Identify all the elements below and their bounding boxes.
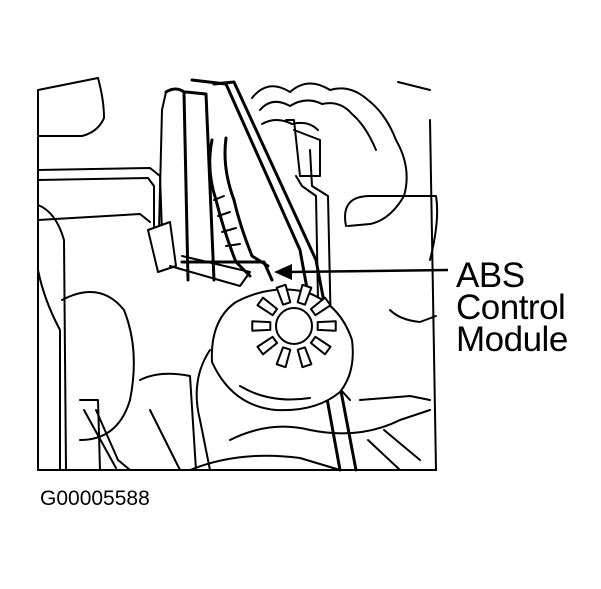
cap-tooth: [296, 346, 313, 369]
engine-bay-outline: [37, 77, 439, 472]
cap-tooth: [296, 283, 313, 306]
cap-tooth: [251, 320, 272, 332]
cap-tooth: [256, 335, 279, 356]
reservoir-cap: [210, 283, 354, 412]
wiring-harness: [180, 136, 274, 282]
figure-id: G00005588: [40, 487, 150, 510]
module-bracket: [147, 221, 251, 287]
callout-label-line-1: ABS: [456, 256, 525, 295]
cap-tooth: [309, 296, 332, 317]
cap-tooth: [316, 320, 337, 332]
callout-label-line-3: Module: [456, 320, 568, 359]
cap-tooth: [275, 346, 292, 369]
cap-tooth: [275, 283, 292, 306]
callout-arrow: [274, 264, 449, 280]
callout-label-line-2: Control: [456, 288, 566, 327]
cap-tooth: [309, 335, 332, 356]
cap-tooth: [256, 296, 279, 317]
